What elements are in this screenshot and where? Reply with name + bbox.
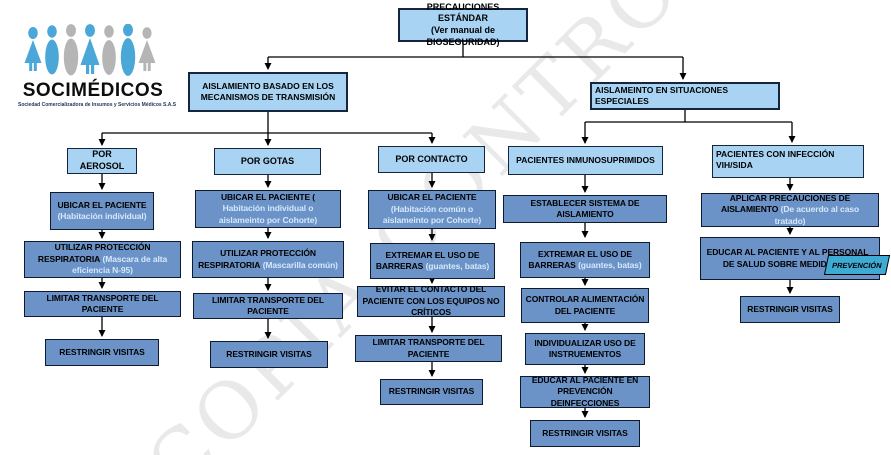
node-establecer-aislamiento: ESTABLECER SISTEMA DE AISLAMIENTO: [503, 195, 667, 223]
step-main: RESTRINGIR VISITAS: [59, 346, 145, 357]
step-main: RESTRINGIR VISITAS: [542, 427, 628, 438]
node-educar-prevencion-infecciones: EDUCAR AL PACIENTE EN PREVENCIÓN DEINFEC…: [520, 374, 650, 408]
step-main: EDUCAR AL PACIENTE Y AL PERSONAL DE SALU…: [706, 247, 869, 269]
step-main: CONTROLAR ALIMENTACIÓN DEL PACIENTE: [525, 294, 645, 316]
step-main: RESTRINGIR VISITAS: [388, 386, 475, 397]
node-ubicar-paciente-contacto: UBICAR EL PACIENTE (Habitación común o a…: [368, 190, 496, 229]
logo-tagline: Sociedad Comercializadora de Insumos y S…: [18, 102, 177, 108]
root-subtitle: (Ver manual de BIOSEGURIDAD): [426, 25, 500, 47]
branch-left-label: AISLAMIENTO BASADO EN LOS MECANISMOS DE …: [200, 80, 336, 102]
header-label: POR AEROSOL: [79, 149, 125, 171]
step-main: RESTRINGIR VISITAS: [747, 303, 833, 314]
step-main: UTILIZAR PROTECCIÓN RESPIRATORIA: [198, 248, 316, 270]
node-por-gotas: POR GOTAS: [214, 148, 321, 175]
socimedicos-logo: SOCIMÉDICOS Sociedad Comercializadora de…: [18, 24, 177, 108]
step-sub: (De acuerdo al caso tratado): [774, 204, 860, 226]
node-aislamiento-situaciones-especiales: AISLAMEINTO EN SITUACIONES ESPECIALES: [590, 82, 780, 110]
step-main: EXTREMAR EL USO DE BARRERAS: [528, 248, 632, 270]
step-main: EDUCAR AL PACIENTE EN PREVENCIÓN DEINFEC…: [531, 374, 639, 408]
node-por-contacto: POR CONTACTO: [378, 146, 485, 173]
step-main: UBICAR EL PACIENTE: [387, 192, 477, 203]
step-sub: (guantes, batas): [425, 261, 490, 271]
node-restringir-visitas-gotas: RESTRINGIR VISITAS: [210, 341, 328, 368]
step-main: RESTRINGIR VISITAS: [226, 348, 312, 359]
step-main: APLICAR PRECAUCIONES DE AISLAMIENTO: [720, 192, 851, 215]
step-sub: (Mascarilla común): [262, 259, 338, 270]
step-main: INDIVIDUALIZAR USO DE INSTRUEMENTOS: [534, 337, 636, 359]
step-main: EXTREMAR EL USO DE BARRERAS: [375, 249, 480, 271]
node-pacientes-vih-sida: PACIENTES CON INFECCIÓN VIH/SIDA: [712, 145, 864, 178]
header-label: POR CONTACTO: [395, 153, 468, 164]
logo-name: SOCIMÉDICOS: [22, 80, 164, 101]
node-limitar-transporte-aerosol: LIMITAR TRANSPORTE DEL PACIENTE: [24, 291, 181, 317]
node-ubicar-paciente-aerosol: UBICAR EL PACIENTE (Habitación individua…: [50, 192, 154, 230]
node-por-aerosol: POR AEROSOL: [67, 148, 137, 174]
step-main: UBICAR EL PACIENTE: [57, 199, 147, 210]
step-main: LIMITAR TRANSPORTE DEL PACIENTE: [212, 294, 324, 316]
step-sub: (Habitación común o aislameinto por Coho…: [382, 203, 482, 226]
step-sub: Habitación individual o aislameinto por …: [218, 203, 318, 225]
node-evitar-contacto-equipos: EVITAR EL CONTACTO DEL PACIENTE CON LOS …: [357, 284, 505, 318]
node-proteccion-respiratoria-aerosol: UTILIZAR PROTECCIÓN RESPIRATORIA (Mascar…: [24, 241, 181, 278]
node-aplicar-precauciones-aislamiento: APLICAR PRECAUCIONES DE AISLAMIENTO (De …: [701, 193, 879, 227]
node-precauciones-estandar: PRECAUCIONES ESTÁNDAR (Ver manual de BIO…: [398, 2, 528, 47]
node-limitar-transporte-gotas: LIMITAR TRANSPORTE DEL PACIENTE: [193, 293, 343, 319]
node-pacientes-inmunosuprimidos: PACIENTES INMUNOSUPRIMIDOS: [508, 146, 663, 175]
root-title: PRECAUCIONES ESTÁNDAR: [426, 1, 500, 24]
node-aislamiento-mecanismos: AISLAMIENTO BASADO EN LOS MECANISMOS DE …: [188, 72, 348, 112]
node-extremar-barreras-contacto: EXTREMAR EL USO DE BARRERAS (guantes, ba…: [370, 243, 495, 279]
header-label: POR GOTAS: [240, 155, 295, 166]
step-sub: (Habitación individual): [57, 211, 147, 221]
node-restringir-visitas-aerosol: RESTRINGIR VISITAS: [45, 339, 159, 366]
people-figures-icon: [24, 24, 156, 76]
step-main: LIMITAR TRANSPORTE DEL PACIENTE: [372, 337, 485, 359]
node-restringir-visitas-contacto: RESTRINGIR VISITAS: [380, 379, 483, 405]
node-limitar-transporte-contacto: LIMITAR TRANSPORTE DEL PACIENTE: [355, 335, 502, 362]
step-main: UBICAR EL PACIENTE (: [220, 191, 316, 202]
step-main: EVITAR EL CONTACTO DEL PACIENTE CON LOS …: [362, 284, 500, 318]
header-label: PACIENTES CON INFECCIÓN VIH/SIDA: [716, 149, 835, 171]
step-main: UTILIZAR PROTECCIÓN RESPIRATORIA: [37, 242, 151, 264]
node-proteccion-respiratoria-gotas: UTILIZAR PROTECCIÓN RESPIRATORIA (Mascar…: [192, 241, 344, 278]
node-restringir-visitas-inmuno: RESTRINGIR VISITAS: [530, 420, 640, 447]
step-main: LIMITAR TRANSPORTE DEL PACIENTE: [46, 292, 159, 314]
step-main: ESTABLECER SISTEMA DE AISLAMIENTO: [530, 197, 640, 219]
node-ubicar-paciente-gotas: UBICAR EL PACIENTE ( Habitación individu…: [195, 190, 341, 228]
step-sub: (Mascara de alta eficiencia N-95): [72, 253, 168, 276]
header-label: PACIENTES INMUNOSUPRIMIDOS: [516, 154, 655, 165]
node-extremar-barreras-inmuno: EXTREMAR EL USO DE BARRERAS (guantes, ba…: [520, 242, 650, 278]
prevencion-callout: PREVENCIÓN: [823, 255, 891, 275]
node-restringir-visitas-vih: RESTRINGIR VISITAS: [740, 296, 840, 323]
branch-right-label: AISLAMEINTO EN SITUACIONES ESPECIALES: [595, 84, 729, 106]
step-sub: (guantes, batas): [578, 260, 642, 270]
node-individualizar-instrumentos: INDIVIDUALIZAR USO DE INSTRUEMENTOS: [525, 333, 645, 365]
node-controlar-alimentacion: CONTROLAR ALIMENTACIÓN DEL PACIENTE: [521, 288, 649, 323]
